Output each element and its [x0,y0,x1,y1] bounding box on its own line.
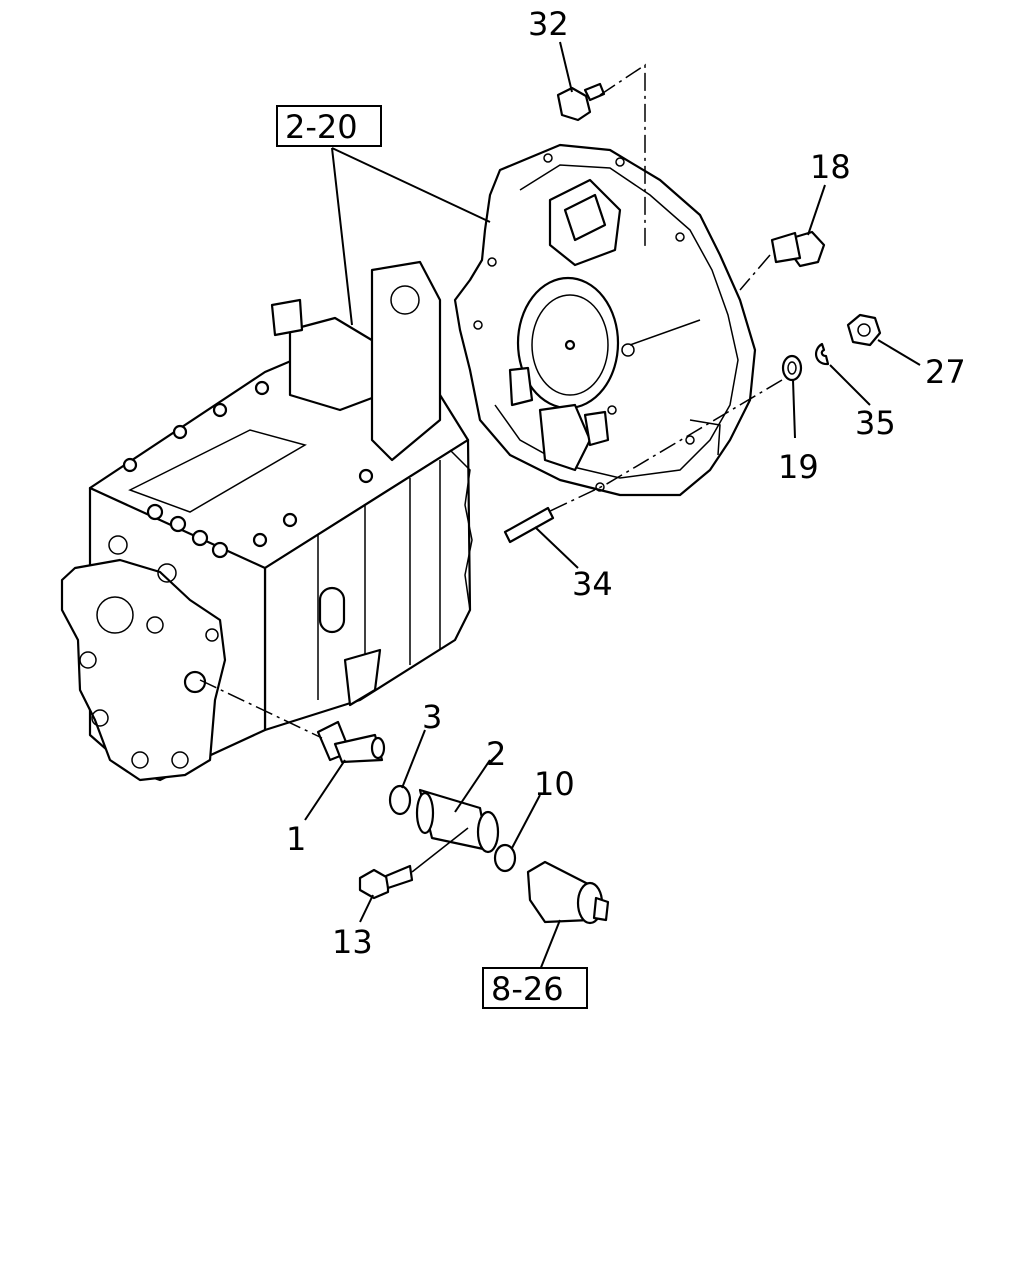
callout-13: 13 [332,923,373,961]
callout-1: 1 [286,820,306,858]
reference-label-8-26: 8-26 [491,970,564,1008]
callout-19: 19 [778,448,819,486]
lock-washer-35 [814,342,830,366]
nut-27 [846,313,882,347]
callout-27: 27 [925,353,966,391]
callout-35: 35 [855,404,896,442]
shaft-1 [316,720,386,764]
sleeve-2 [415,788,500,854]
washer-10 [493,843,517,873]
leader-lines [199,41,921,971]
washer-19 [781,354,803,382]
o-ring-3 [388,784,412,816]
callout-2: 2 [486,735,506,773]
stud-34 [503,506,555,544]
switch-8-26 [526,860,610,925]
callout-34: 34 [572,565,613,603]
callout-32: 32 [528,5,569,43]
bolt-18 [770,230,826,268]
clutch-housing [453,143,757,497]
transmission-case [60,260,473,782]
reference-label-2-20: 2-20 [285,108,358,146]
callout-3: 3 [422,698,442,736]
screw-13 [358,864,414,900]
callout-18: 18 [810,148,851,186]
bolt-32 [556,82,606,122]
callout-10: 10 [534,765,575,803]
